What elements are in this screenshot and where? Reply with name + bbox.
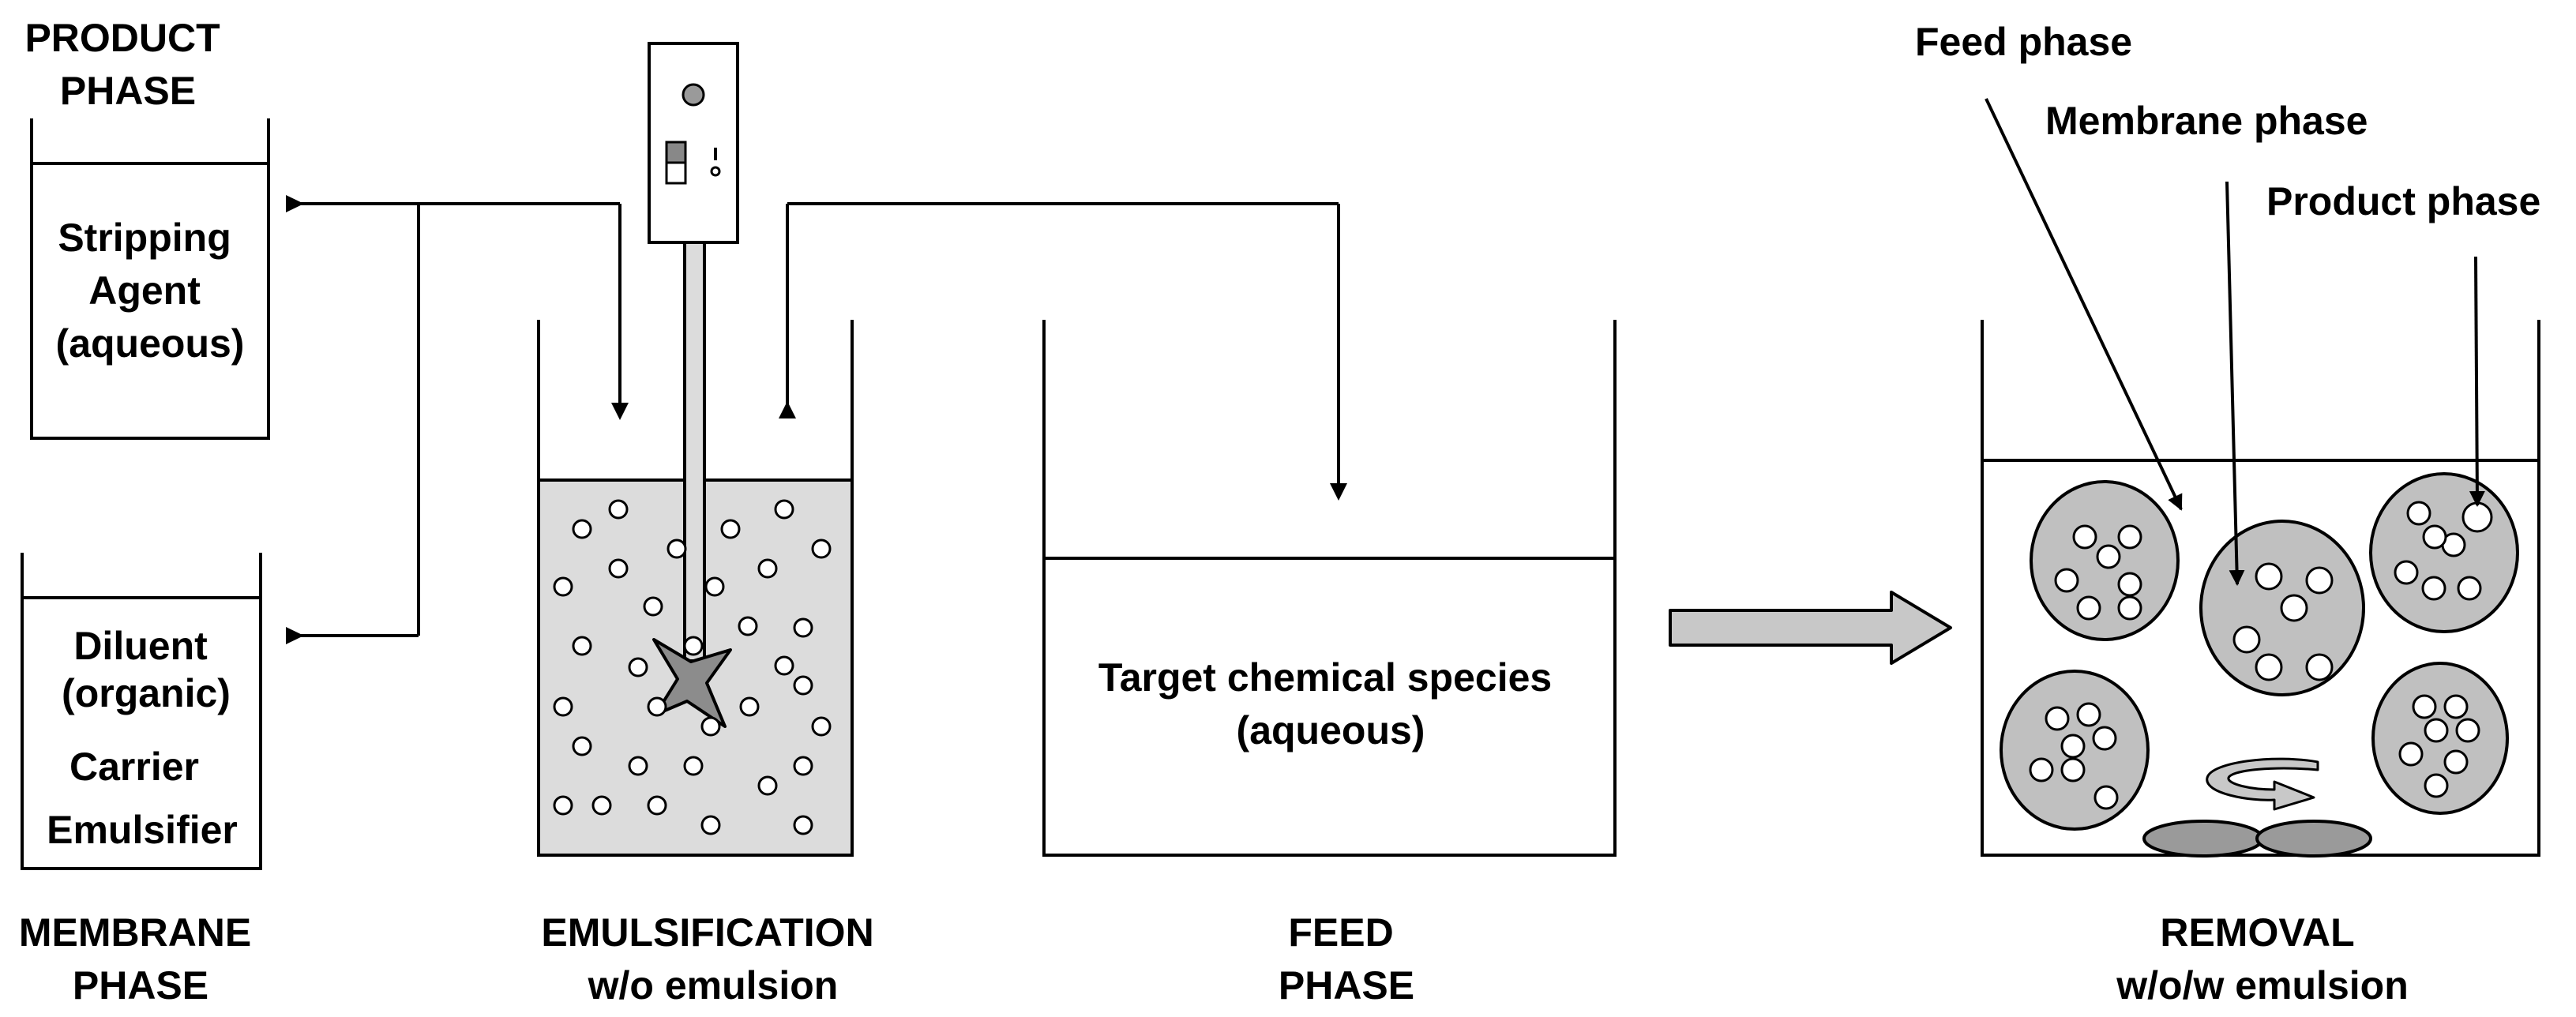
feed-phase-caption: FEED PHASE [1279, 910, 1414, 1008]
stirrer-shaft [683, 241, 706, 662]
removal-caption: REMOVAL w/o/w emulsion [2116, 910, 2408, 1008]
carrier-label: Carrier [69, 745, 199, 789]
callout-membrane-phase: Membrane phase [2045, 99, 2368, 143]
stirrer-impeller [652, 638, 732, 728]
rotation-arrow-icon [2206, 757, 2319, 811]
transfer-lines [286, 195, 629, 644]
emulsification-caption: EMULSIFICATION w/o emulsion [541, 910, 884, 1008]
emulsifier-label: Emulsifier [47, 808, 238, 852]
emulsion-droplets [553, 499, 832, 835]
product-phase-title: PRODUCT PHASE [24, 16, 231, 113]
diluent-label: Diluent (organic) [62, 624, 231, 715]
emulsion-return-line [779, 202, 1347, 501]
callout-leader-lines [1985, 98, 2485, 586]
membrane-phase-beaker [21, 553, 262, 870]
internal-droplets [2029, 501, 2493, 810]
product-phase-beaker [30, 118, 270, 440]
separated-layer-discs [2142, 820, 2372, 858]
process-arrow [1669, 591, 1952, 665]
feed-phase-beaker [1042, 320, 1617, 857]
stirrer-motor [648, 42, 739, 244]
membrane-phase-caption: MEMBRANE PHASE [19, 910, 262, 1008]
callout-feed-phase: Feed phase [1915, 20, 2132, 64]
callout-product-phase: Product phase [2266, 179, 2540, 223]
target-species-label: Target chemical species (aqueous) [1098, 655, 1563, 752]
removal-beaker [1981, 320, 2540, 857]
stripping-agent-label: Stripping Agent (aqueous) [56, 216, 245, 366]
